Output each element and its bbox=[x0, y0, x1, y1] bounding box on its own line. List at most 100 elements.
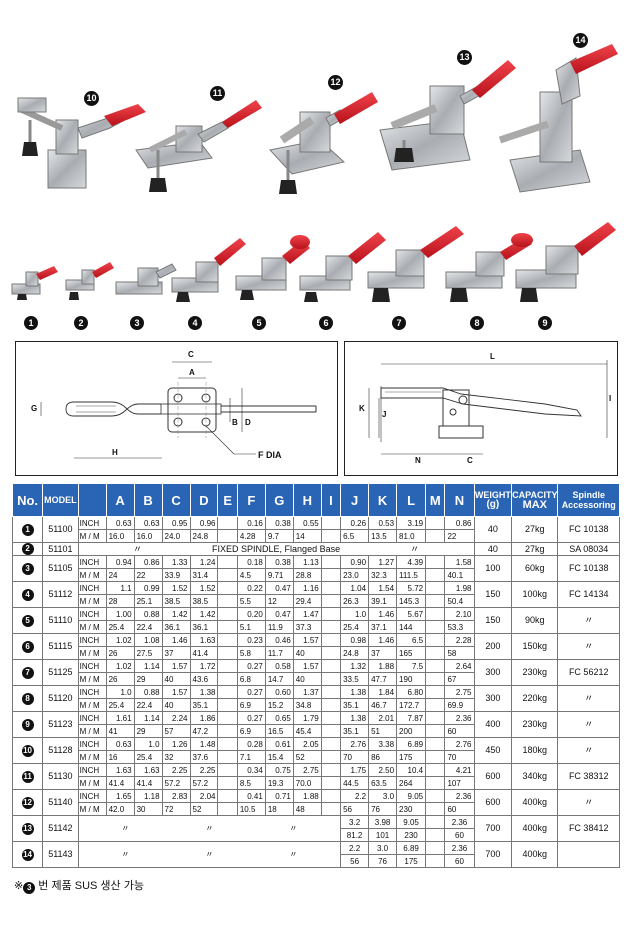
inch-value bbox=[217, 555, 238, 569]
inch-value: 0.58 bbox=[264, 659, 294, 673]
mm-value: 22.4 bbox=[133, 698, 163, 712]
mm-value: 57.2 bbox=[189, 776, 219, 790]
inch-value: 1.38 bbox=[340, 711, 370, 725]
mm-value: 35.1 bbox=[340, 698, 370, 712]
inch-value: 1.86 bbox=[189, 711, 219, 725]
inch-value bbox=[320, 659, 342, 673]
inch-value: 0.86 bbox=[444, 516, 475, 530]
weight-cell: 150 bbox=[473, 581, 513, 608]
mm-value: 24.8 bbox=[340, 646, 370, 660]
mm-value: 8.5 bbox=[236, 776, 266, 790]
capacity-cell: 400kg bbox=[511, 815, 559, 842]
inch-value: 0.99 bbox=[133, 581, 163, 595]
mm-value: 28 bbox=[105, 594, 135, 608]
mm-value bbox=[217, 568, 238, 582]
inch-value: 2.25 bbox=[189, 763, 219, 777]
mm-value: 29 bbox=[133, 724, 163, 738]
inch-value: 2.28 bbox=[444, 633, 475, 647]
unit-mm: M / M bbox=[77, 594, 107, 608]
inch-value: 0.22 bbox=[236, 581, 266, 595]
capacity-cell: 90kg bbox=[511, 607, 559, 634]
row-number: 5 bbox=[21, 614, 34, 627]
unit-inch: INCH bbox=[77, 516, 107, 530]
header-i: I bbox=[320, 483, 342, 517]
mm-value: 69.9 bbox=[444, 698, 475, 712]
photo-label-5: 5 bbox=[252, 316, 266, 330]
mm-value: 52 bbox=[189, 802, 219, 816]
mm-value: 72 bbox=[161, 802, 191, 816]
inch-value: 0.96 bbox=[189, 516, 219, 530]
mm-value: 37.1 bbox=[368, 620, 398, 634]
inch-value: 0.90 bbox=[340, 555, 370, 569]
mm-value: 23.0 bbox=[340, 568, 370, 582]
mm-value: 25.4 bbox=[105, 698, 135, 712]
row-number-cell: 8 bbox=[11, 685, 44, 712]
mm-value: 52 bbox=[292, 750, 322, 764]
inch-value: 2.04 bbox=[189, 789, 219, 803]
side-label-n: N bbox=[415, 456, 421, 465]
mm-value: 14.7 bbox=[264, 672, 294, 686]
inch-value: 1.0 bbox=[105, 685, 135, 699]
header-weight-label: WEIGHT bbox=[474, 490, 511, 500]
mm-value: 6.9 bbox=[236, 698, 266, 712]
ditto-block: 〃〃〃 bbox=[77, 841, 342, 868]
inch-value: 2.50 bbox=[368, 763, 398, 777]
inch-value: 1.1 bbox=[105, 581, 135, 595]
unit-mm: M / M bbox=[77, 620, 107, 634]
inch-value: 0.38 bbox=[264, 555, 294, 569]
mm-value: 144 bbox=[396, 620, 427, 634]
mm-value: 70 bbox=[444, 750, 475, 764]
inch-value bbox=[425, 711, 446, 725]
mm-value: 22 bbox=[133, 568, 163, 582]
mm-value: 25.4 bbox=[105, 620, 135, 634]
mm-value: 37 bbox=[368, 646, 398, 660]
mm-value: 44.5 bbox=[340, 776, 370, 790]
inch-value bbox=[425, 789, 446, 803]
mm-value: 190 bbox=[396, 672, 427, 686]
spindle-cell: 〃 bbox=[557, 789, 620, 816]
mm-value: 57 bbox=[161, 724, 191, 738]
inch-value bbox=[425, 685, 446, 699]
mm-value: 37.3 bbox=[292, 620, 322, 634]
mm-value bbox=[425, 724, 446, 738]
inch-value bbox=[320, 581, 342, 595]
clamp-photo-13 bbox=[379, 60, 516, 171]
inch-value bbox=[217, 516, 238, 530]
mm-value: 111.5 bbox=[396, 568, 427, 582]
mm-value: 36.1 bbox=[161, 620, 191, 634]
spindle-cell: 〃 bbox=[557, 711, 620, 738]
inch-value: 1.52 bbox=[189, 581, 219, 595]
inch-value bbox=[320, 763, 342, 777]
inch-value: 1.18 bbox=[133, 789, 163, 803]
inch-value: 2.2 bbox=[340, 789, 370, 803]
mm-value: 56 bbox=[340, 802, 370, 816]
inch-value: 0.55 bbox=[292, 516, 322, 530]
inch-value: 0.16 bbox=[236, 516, 266, 530]
top-view-drawing bbox=[40, 361, 317, 459]
clamp-photo-12 bbox=[269, 92, 378, 194]
mm-value: 200 bbox=[396, 724, 427, 738]
mm-value: 53.3 bbox=[444, 620, 475, 634]
mm-value: 16.5 bbox=[264, 724, 294, 738]
mm-value: 13.5 bbox=[368, 529, 398, 543]
inch-value: 1.72 bbox=[189, 659, 219, 673]
mm-value: 27.5 bbox=[133, 646, 163, 660]
inch-value: 1.54 bbox=[368, 581, 398, 595]
inch-value: 1.37 bbox=[292, 685, 322, 699]
mm-value bbox=[320, 724, 342, 738]
model-cell: 51112 bbox=[42, 581, 79, 608]
inch-value: 1.42 bbox=[189, 607, 219, 621]
inch-value: 2.05 bbox=[292, 737, 322, 751]
mm-value bbox=[425, 828, 446, 842]
side-view-diagram: L K J I N C bbox=[344, 341, 618, 476]
header-b: B bbox=[133, 483, 163, 517]
inch-value: 4.21 bbox=[444, 763, 475, 777]
unit-inch: INCH bbox=[77, 581, 107, 595]
inch-value: 0.63 bbox=[105, 516, 135, 530]
mm-value bbox=[425, 698, 446, 712]
model-cell: 51115 bbox=[42, 633, 79, 660]
